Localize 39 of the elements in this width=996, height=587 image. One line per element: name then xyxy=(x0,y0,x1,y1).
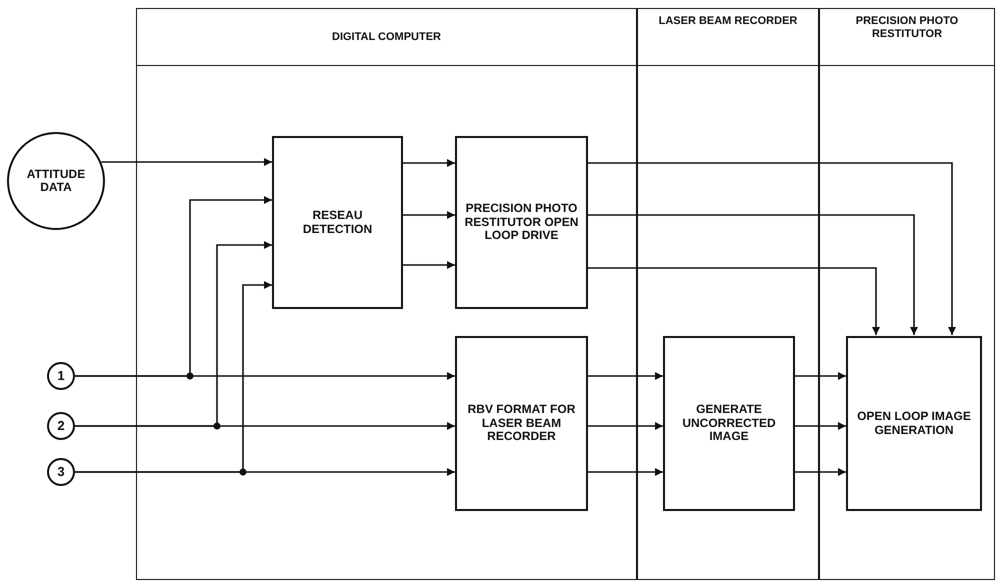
process-box xyxy=(455,136,588,309)
arrow xyxy=(588,468,663,476)
node-label: OPEN LOOP IMAGE GENERATION xyxy=(856,410,972,437)
node-label: PRECISION PHOTO RESTITUTOR OPEN LOOP DRIVE xyxy=(464,202,580,243)
node-label: GENERATE UNCORRECTED IMAGE xyxy=(681,403,777,444)
arrow xyxy=(403,159,455,167)
arrow xyxy=(75,468,455,476)
arrow xyxy=(795,468,846,476)
input-circle xyxy=(47,362,75,390)
column-heading: PRECISION PHOTO RESTITUTOR xyxy=(854,15,960,40)
process-box xyxy=(272,136,403,309)
arrow xyxy=(403,211,455,219)
column-band xyxy=(136,8,637,580)
arrow xyxy=(588,422,663,430)
arrow xyxy=(795,372,846,380)
process-box xyxy=(455,336,588,511)
node-label: RESEAU DETECTION xyxy=(302,209,374,236)
column-band xyxy=(819,8,995,580)
column-heading: LASER BEAM RECORDER xyxy=(658,15,798,28)
arrow xyxy=(101,158,272,166)
arrow xyxy=(403,261,455,269)
arrow xyxy=(795,422,846,430)
arrow xyxy=(588,162,956,335)
arrow xyxy=(588,372,663,380)
node-label: 2 xyxy=(57,418,65,434)
arrow xyxy=(75,372,455,380)
node-label: RBV FORMAT FOR LASER BEAM RECORDER xyxy=(466,403,576,444)
node-label: 1 xyxy=(57,368,65,384)
node-label: 3 xyxy=(57,464,65,480)
process-box xyxy=(846,336,982,511)
column-band xyxy=(637,8,819,580)
input-circle xyxy=(47,412,75,440)
column-heading: DIGITAL COMPUTER xyxy=(332,30,441,44)
input-circle xyxy=(47,458,75,486)
arrow xyxy=(588,214,918,335)
arrow xyxy=(588,267,880,335)
arrow xyxy=(75,422,455,430)
process-box xyxy=(663,336,795,511)
node-label: ATTITUDE DATA xyxy=(26,168,86,194)
